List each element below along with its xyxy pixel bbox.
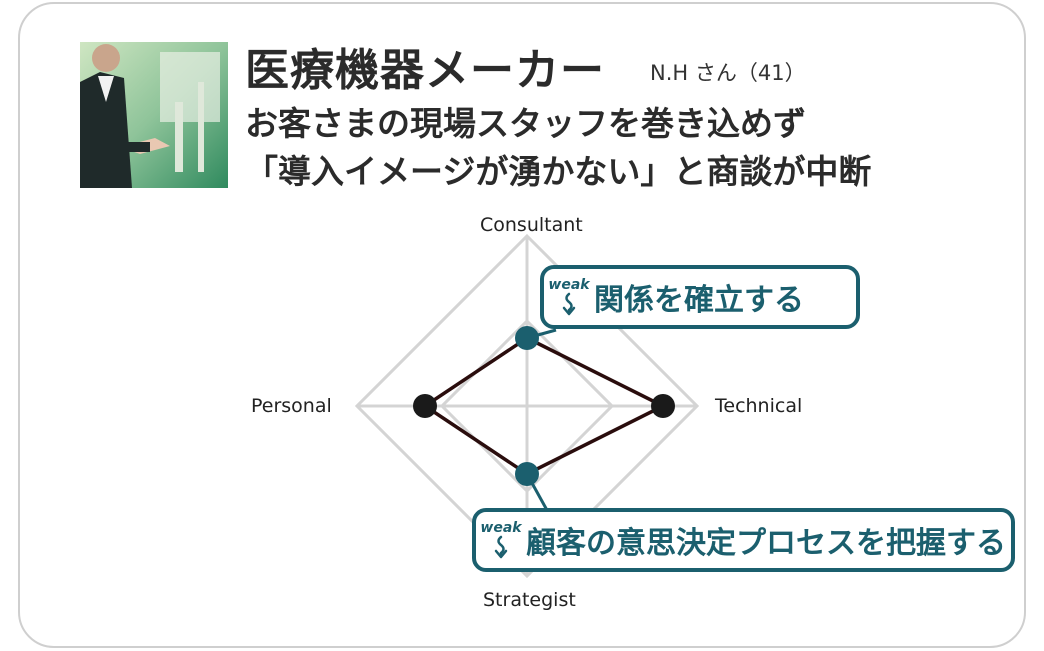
weak-callout-strategist: weak 顧客の意思決定プロセスを把握する [472, 508, 1015, 572]
axis-label-strategist: Strategist [483, 589, 576, 611]
page-title: 医療機器メーカー [245, 45, 605, 96]
weak-tag: weak [476, 521, 526, 559]
weak-label: weak [548, 277, 590, 293]
person-photo [80, 42, 228, 188]
person-name: N.H さん（41） [650, 61, 806, 85]
radar-point-technical [651, 394, 675, 418]
callout-text-consultant: 関係を確立する [594, 283, 804, 318]
weak-label: weak [480, 520, 522, 536]
down-arrow-icon [562, 292, 576, 316]
callout-text-strategist: 顧客の意思決定プロセスを把握する [526, 526, 1006, 561]
radar-point-personal [413, 394, 437, 418]
axis-label-consultant: Consultant [480, 214, 583, 236]
axis-label-technical: Technical [715, 395, 803, 417]
weak-tag: weak [544, 278, 594, 316]
axis-label-personal: Personal [251, 395, 332, 417]
radar-point-consultant [515, 326, 539, 350]
radar-point-strategist [515, 462, 539, 486]
weak-callout-consultant: weak 関係を確立する [540, 265, 860, 329]
subtitle-line-1: お客さまの現場スタッフを巻き込めず [245, 104, 806, 143]
down-arrow-icon [494, 535, 508, 559]
subtitle-line-2: 「導入イメージが湧かない」と商談が中断 [245, 152, 872, 191]
